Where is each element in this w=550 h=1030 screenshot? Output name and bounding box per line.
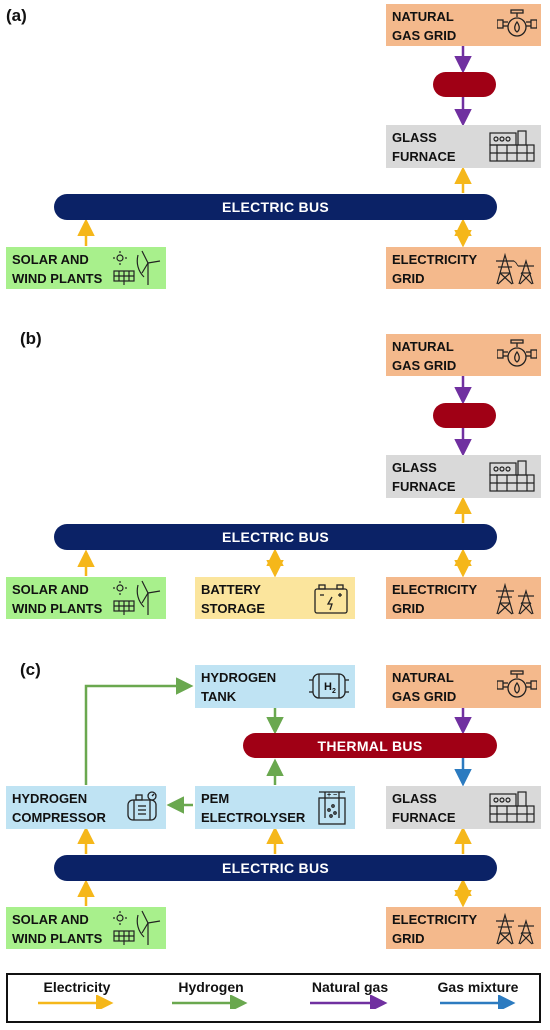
box-label-line1: HYDROGEN bbox=[201, 670, 277, 685]
electric-bus: ELECTRIC BUS bbox=[54, 855, 497, 881]
legend-arrow-hydrogen bbox=[172, 994, 248, 1012]
box-label-line1: NATURAL bbox=[392, 339, 454, 354]
gas-mixer-node bbox=[433, 403, 496, 428]
legend-label: Electricity bbox=[43, 979, 111, 995]
battery-storage-box: BATTERY STORAGE bbox=[195, 577, 355, 619]
sun-solar-panel-wind-turbine-icon bbox=[112, 909, 162, 952]
electricity-grid-box: ELECTRICITY GRID bbox=[386, 577, 541, 619]
box-label-line1: ELECTRICITY bbox=[392, 582, 478, 597]
arrow-compressor-to-tank-c bbox=[84, 677, 194, 785]
box-label-line2: COMPRESSOR bbox=[12, 810, 106, 825]
box-label-line2: GRID bbox=[392, 931, 425, 946]
box-label-line1: GLASS bbox=[392, 130, 437, 145]
legend-item-electricity: Electricity bbox=[22, 979, 132, 1014]
glass-furnace-box: GLASS FURNACE bbox=[386, 786, 541, 829]
electric-bus: ELECTRIC BUS bbox=[54, 194, 497, 220]
panel-label-c: (c) bbox=[20, 660, 41, 679]
box-label-line1: ELECTRICITY bbox=[392, 912, 478, 927]
transmission-tower-icon bbox=[493, 251, 537, 290]
gas-valve-flame-icon bbox=[496, 338, 538, 377]
box-label-line2: WIND PLANTS bbox=[12, 931, 103, 946]
natural-gas-grid-box: NATURAL GAS GRID bbox=[386, 4, 541, 46]
battery-icon bbox=[311, 581, 351, 620]
box-label-line2: FURNACE bbox=[392, 810, 456, 825]
box-label-line2: GRID bbox=[392, 601, 425, 616]
svg-text:+ −: + − bbox=[327, 792, 337, 799]
box-label-line1: GLASS bbox=[392, 791, 437, 806]
box-label-line2: WIND PLANTS bbox=[12, 271, 103, 286]
box-label-line2: FURNACE bbox=[392, 149, 456, 164]
box-label-line2: TANK bbox=[201, 689, 237, 704]
box-label-line1: NATURAL bbox=[392, 9, 454, 24]
legend-arrow-gas-mixture bbox=[440, 994, 516, 1012]
gas-mixer-node bbox=[433, 72, 496, 97]
hydrogen-compressor-box: HYDROGEN COMPRESSOR bbox=[6, 786, 166, 829]
box-label-line2: GAS GRID bbox=[392, 689, 457, 704]
electric-bus: ELECTRIC BUS bbox=[54, 524, 497, 550]
box-label-line2: GAS GRID bbox=[392, 358, 457, 373]
panel-label-b: (b) bbox=[20, 329, 42, 348]
legend-label: Natural gas bbox=[311, 979, 389, 995]
box-label-line1: PEM bbox=[201, 791, 230, 806]
legend: Electricity Hydrogen Natural gas Gas mix… bbox=[6, 973, 541, 1023]
box-label-line1: ELECTRICITY bbox=[392, 252, 478, 267]
transmission-tower-icon bbox=[493, 911, 537, 950]
transmission-tower-icon bbox=[493, 581, 537, 620]
glass-furnace-icon bbox=[487, 129, 537, 170]
legend-label: Gas mixture bbox=[437, 979, 519, 995]
box-label-line1: BATTERY bbox=[201, 582, 261, 597]
h2-symbol: H bbox=[324, 681, 332, 693]
box-label-line2: FURNACE bbox=[392, 479, 456, 494]
solar-wind-plants-box: SOLAR AND WIND PLANTS bbox=[6, 247, 166, 289]
box-label-line2: GRID bbox=[392, 271, 425, 286]
glass-furnace-icon bbox=[487, 790, 537, 831]
compressor-icon bbox=[124, 790, 162, 829]
electrolyser-icon: + − bbox=[313, 788, 351, 831]
electricity-grid-box: ELECTRICITY GRID bbox=[386, 907, 541, 949]
hydrogen-tank-box: HYDROGEN TANK H2 bbox=[195, 665, 355, 708]
natural-gas-grid-box: NATURAL GAS GRID bbox=[386, 334, 541, 376]
legend-item-gas-mixture: Gas mixture bbox=[420, 979, 536, 1014]
pem-electrolyser-box: PEM ELECTROLYSER + − bbox=[195, 786, 355, 829]
h2-label: H2 bbox=[324, 678, 336, 701]
glass-furnace-box: GLASS FURNACE bbox=[386, 455, 541, 498]
sun-solar-panel-wind-turbine-icon bbox=[112, 249, 162, 292]
legend-label: Hydrogen bbox=[178, 979, 244, 995]
box-label-line1: SOLAR AND bbox=[12, 582, 89, 597]
h2-subscript: 2 bbox=[331, 688, 336, 696]
box-label-line1: NATURAL bbox=[392, 670, 454, 685]
electricity-grid-box: ELECTRICITY GRID bbox=[386, 247, 541, 289]
natural-gas-grid-box: NATURAL GAS GRID bbox=[386, 665, 541, 708]
box-label-line1: SOLAR AND bbox=[12, 912, 89, 927]
gas-valve-flame-icon bbox=[496, 8, 538, 47]
box-label-line2: ELECTROLYSER bbox=[201, 810, 306, 825]
box-label-line1: HYDROGEN bbox=[12, 791, 88, 806]
box-label-line2: STORAGE bbox=[201, 601, 266, 616]
legend-arrow-electricity bbox=[38, 994, 114, 1012]
panel-label-a: (a) bbox=[6, 6, 27, 25]
legend-arrow-natural-gas bbox=[310, 994, 388, 1012]
box-label-line1: GLASS bbox=[392, 460, 437, 475]
gas-valve-flame-icon bbox=[496, 669, 538, 708]
solar-wind-plants-box: SOLAR AND WIND PLANTS bbox=[6, 577, 166, 619]
glass-furnace-box: GLASS FURNACE bbox=[386, 125, 541, 168]
box-label-line2: WIND PLANTS bbox=[12, 601, 103, 616]
hydrogen-tank-icon: H2 bbox=[307, 670, 351, 707]
sun-solar-panel-wind-turbine-icon bbox=[112, 579, 162, 622]
thermal-bus: THERMAL BUS bbox=[243, 733, 497, 758]
legend-item-natural-gas: Natural gas bbox=[290, 979, 410, 1014]
solar-wind-plants-box: SOLAR AND WIND PLANTS bbox=[6, 907, 166, 949]
box-label-line2: GAS GRID bbox=[392, 28, 457, 43]
box-label-line1: SOLAR AND bbox=[12, 252, 89, 267]
legend-item-hydrogen: Hydrogen bbox=[156, 979, 266, 1014]
glass-furnace-icon bbox=[487, 459, 537, 500]
